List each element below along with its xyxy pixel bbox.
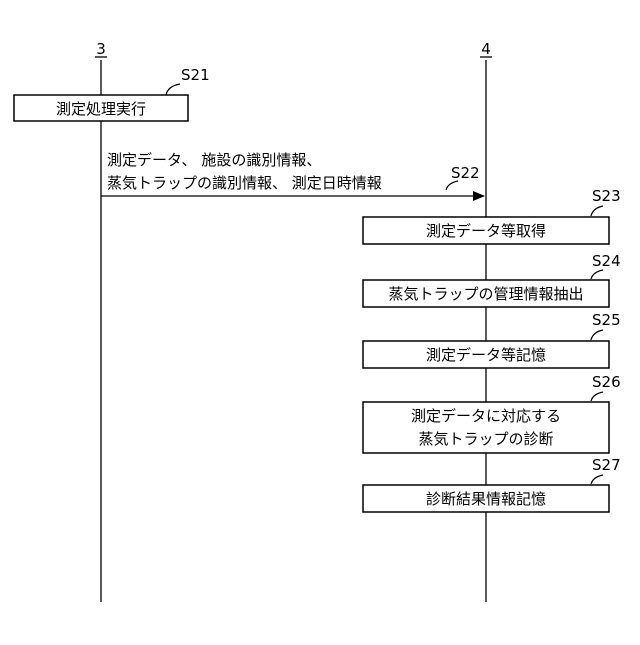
step-s27: S27 診断結果情報記憶 [363,456,621,512]
lifeline-4: 4 [480,40,492,602]
step-s24-label: 蒸気トラップの管理情報抽出 [388,285,583,303]
message-s22-line1: 測定データ、 施設の識別情報、 [107,151,321,169]
message-s22-line2: 蒸気トラップの識別情報、 測定日時情報 [107,174,382,192]
step-s27-label: 診断結果情報記憶 [426,490,546,508]
step-s24-leader [591,270,603,279]
step-s23-label: 測定データ等取得 [426,222,546,240]
step-s21-id: S21 [181,66,210,84]
step-s23-id: S23 [592,187,621,205]
step-s27-leader [591,475,603,484]
message-s22: 測定データ、 施設の識別情報、 蒸気トラップの識別情報、 測定日時情報 S22 [101,151,484,196]
lifeline-4-label: 4 [481,40,491,58]
step-s24-id: S24 [592,252,621,270]
step-s25-id: S25 [592,311,621,329]
lifeline-3: 3 [95,40,107,602]
lifeline-3-label: 3 [96,40,106,58]
step-s26-leader [591,392,603,401]
step-s21-label: 測定処理実行 [56,100,146,118]
step-s26-label-line2: 蒸気トラップの診断 [418,430,553,448]
step-s25-leader [591,330,603,340]
step-s21: S21 測定処理実行 [14,66,210,121]
step-s26-label-line1: 測定データに対応する [411,407,561,425]
step-s24: S24 蒸気トラップの管理情報抽出 [363,252,621,307]
step-s26-id: S26 [592,373,621,391]
step-s21-leader [166,84,180,95]
step-s25-label: 測定データ等記憶 [426,346,546,364]
step-s26: S26 測定データに対応する 蒸気トラップの診断 [363,373,621,453]
step-s27-id: S27 [592,456,621,474]
message-s22-leader [446,181,458,190]
step-s25: S25 測定データ等記憶 [363,311,621,368]
step-s23-leader [591,206,603,216]
message-s22-id: S22 [451,164,480,182]
